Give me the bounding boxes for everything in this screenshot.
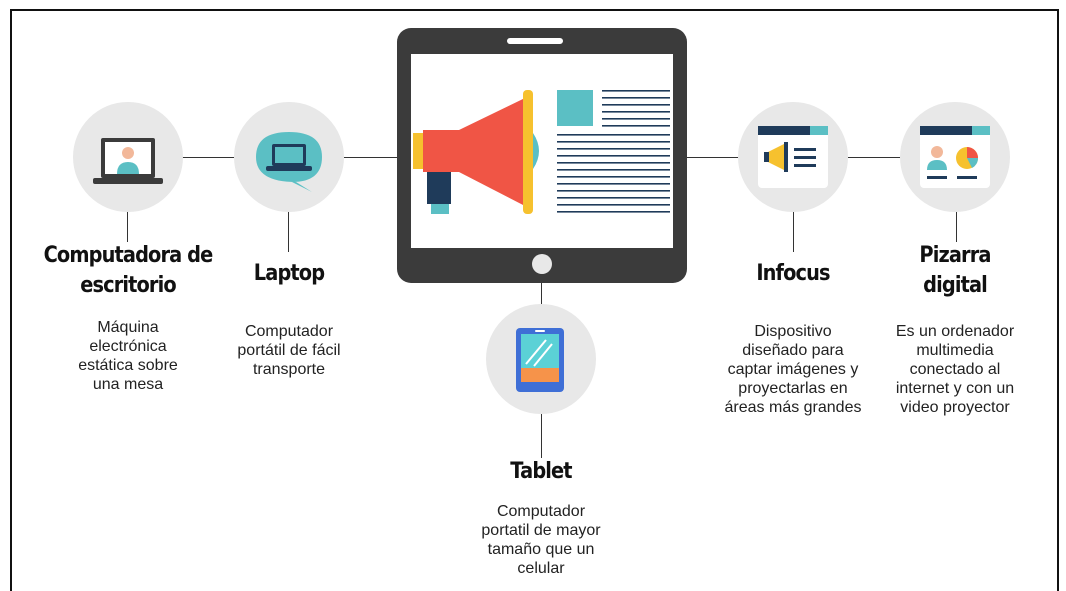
desktop-title: Computadora de escritorio <box>43 243 214 298</box>
pizarra-description: Es un ordenador multimedia conectado al … <box>895 323 1015 416</box>
stem-desktop <box>127 212 128 242</box>
connector-laptop-center <box>344 157 400 158</box>
tablet-node-circle <box>486 304 596 414</box>
stem-laptop <box>288 212 289 252</box>
stem-tablet <box>541 414 542 458</box>
desktop-description: Máquina electrónica estática sobre una m… <box>78 319 178 393</box>
connector-desktop-laptop <box>182 157 234 158</box>
tablet-device-icon <box>516 328 564 392</box>
infocus-node-circle <box>738 102 848 212</box>
pizarra-node-circle <box>900 102 1010 212</box>
stem-pizarra <box>956 212 957 242</box>
pizarra-title: Pizarra digital <box>919 243 991 298</box>
projector-announcement-icon <box>758 126 828 188</box>
desktop-monitor-user-icon <box>93 138 163 184</box>
infocus-description: Dispositivo diseñado para captar imágene… <box>724 323 862 416</box>
laptop-node-circle <box>234 102 344 212</box>
stem-center-tablet <box>541 280 542 304</box>
infocus-title: Infocus <box>756 261 830 286</box>
laptop-chat-icon <box>256 132 322 192</box>
connector-center-infocus <box>686 157 738 158</box>
frame-top-border <box>10 9 1059 11</box>
stem-infocus <box>793 212 794 252</box>
tablet-title: Tablet <box>510 459 572 484</box>
digital-board-chart-icon <box>920 126 990 188</box>
frame-left-border <box>10 9 12 591</box>
connector-infocus-pizarra <box>848 157 900 158</box>
tablet-megaphone-icon <box>397 28 687 283</box>
laptop-title: Laptop <box>253 261 325 286</box>
frame-right-border <box>1057 9 1059 591</box>
tablet-description: Computador portatil de mayor tamaño que … <box>481 503 601 577</box>
desktop-node-circle <box>73 102 183 212</box>
laptop-description: Computador portátil de fácil transporte <box>237 323 341 378</box>
